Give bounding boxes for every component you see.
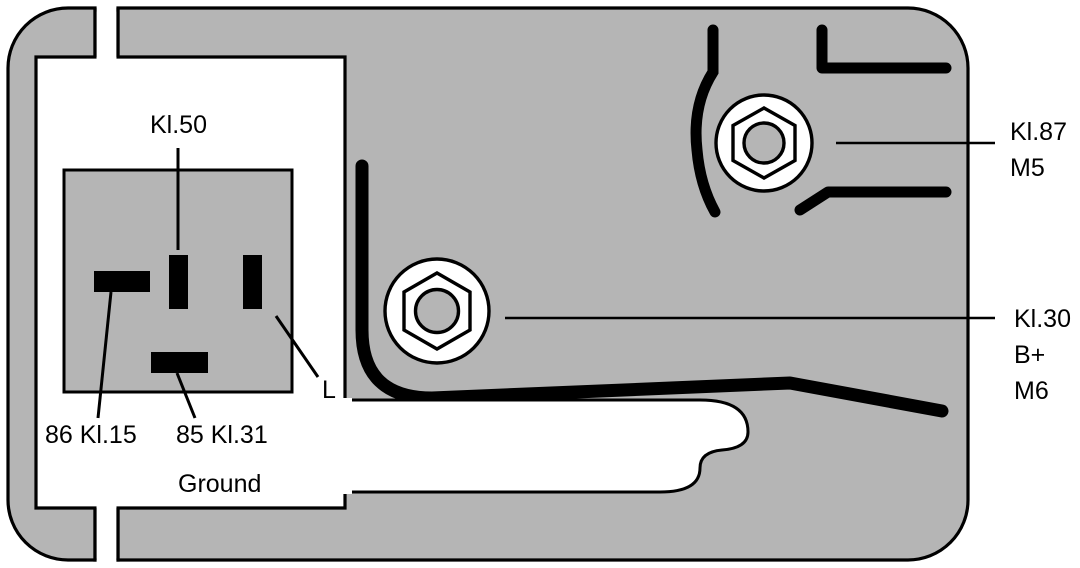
- label-terminal-85: 85 Kl.31: [176, 421, 268, 449]
- bolt-kl30-m6[interactable]: [383, 257, 995, 365]
- leader-l: [274, 315, 320, 378]
- label-kl30: Kl.30: [1014, 305, 1071, 333]
- kl30-stud[interactable]: [413, 287, 461, 335]
- kl87-bottom-busbar: [794, 186, 952, 216]
- label-kl50: Kl.50: [150, 111, 207, 139]
- label-terminal-l: L: [322, 376, 336, 404]
- label-terminal-86: 86 Kl.15: [45, 421, 137, 449]
- label-kl30-size: M6: [1014, 377, 1049, 405]
- terminal-86-blade[interactable]: [94, 271, 150, 292]
- mounting-slot-top: [96, 6, 117, 62]
- battery-cable-path: [355, 159, 949, 418]
- keyhole-shape: [343, 398, 750, 494]
- connector-socket-block[interactable]: [62, 168, 294, 394]
- leader-85: [175, 372, 197, 419]
- leader-86: [96, 291, 113, 419]
- keyhole-cutout: [330, 398, 750, 494]
- label-kl87-size: M5: [1010, 154, 1045, 182]
- label-kl30-polarity: B+: [1014, 341, 1045, 369]
- keyhole-left-blend: [330, 398, 352, 494]
- leader-lines-left: [96, 148, 320, 419]
- battery-cable: [355, 159, 949, 418]
- kl87-top-busbar: [816, 24, 952, 74]
- terminal-kl50-blade[interactable]: [169, 255, 188, 309]
- terminal-l-blade[interactable]: [243, 255, 262, 309]
- terminal-85-blade[interactable]: [151, 352, 208, 373]
- kl87-left-cable: [690, 24, 721, 218]
- label-kl87: Kl.87: [1010, 118, 1067, 146]
- label-ground: Ground: [178, 470, 261, 498]
- mounting-slot-bottom: [96, 506, 117, 562]
- bolt-kl87-m5[interactable]: [690, 24, 995, 218]
- kl87-stud[interactable]: [742, 121, 786, 165]
